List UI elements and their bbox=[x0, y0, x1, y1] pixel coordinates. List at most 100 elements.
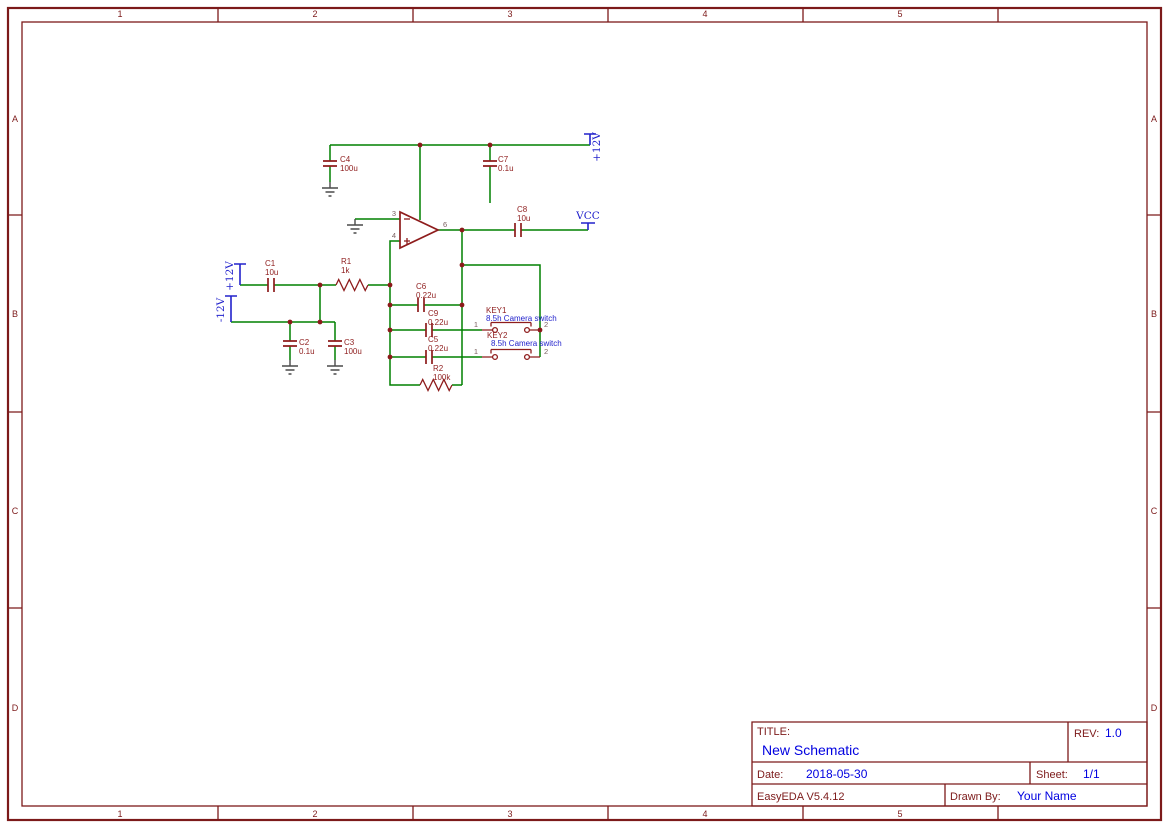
sheet-value[interactable]: 1/1 bbox=[1083, 767, 1100, 781]
component-ref: C1 bbox=[265, 259, 276, 268]
component-c9[interactable]: C9 0.22u bbox=[425, 309, 448, 337]
switch-contact bbox=[491, 353, 499, 361]
frame-row-label: B bbox=[12, 309, 18, 319]
wire-r1-row[interactable] bbox=[240, 284, 390, 322]
frame-column-label: 2 bbox=[312, 809, 317, 819]
software-version: EasyEDA V5.4.12 bbox=[757, 791, 844, 803]
ground-glyph bbox=[282, 360, 298, 375]
ground-symbol[interactable] bbox=[322, 182, 338, 197]
wire-plus12v-rail[interactable] bbox=[329, 144, 590, 220]
component-ref: C7 bbox=[498, 155, 509, 164]
component-c7[interactable]: C7 0.1u bbox=[483, 155, 514, 173]
wire-minus12v-rail[interactable] bbox=[231, 321, 336, 360]
component-ref: R1 bbox=[341, 257, 352, 266]
component-value: 0.1u bbox=[299, 347, 315, 356]
junction-dot bbox=[487, 142, 493, 148]
component-c5[interactable]: C5 0.22u bbox=[425, 335, 448, 364]
frame-inner-border bbox=[21, 21, 1148, 807]
frame-column-label: 1 bbox=[117, 9, 122, 19]
switch-contact bbox=[491, 326, 499, 334]
component-value: 0.22u bbox=[416, 291, 436, 300]
power-flag-bar bbox=[225, 295, 237, 322]
component-ref: R2 bbox=[433, 364, 444, 373]
rev-label: REV: bbox=[1074, 728, 1099, 740]
pin-number: 2 bbox=[544, 347, 548, 356]
frame-column-label: 3 bbox=[507, 809, 512, 819]
component-c2[interactable]: C2 0.1u bbox=[283, 338, 315, 356]
date-value[interactable]: 2018-05-30 bbox=[806, 767, 868, 781]
frame-row-label: D bbox=[12, 703, 19, 713]
component-value: 8.5h Camera switch bbox=[491, 339, 562, 348]
component-value: 10u bbox=[517, 214, 530, 223]
wire-right-bus[interactable] bbox=[452, 230, 463, 386]
component-opamp[interactable]: 3 4 6 bbox=[392, 209, 447, 250]
switch-actuator bbox=[490, 348, 532, 354]
component-value: 100u bbox=[340, 164, 358, 173]
junction-dot bbox=[459, 227, 465, 233]
ground-symbol[interactable] bbox=[327, 360, 343, 375]
component-ref: C4 bbox=[340, 155, 351, 164]
net-label: VCC bbox=[575, 210, 600, 222]
frame-column-label: 1 bbox=[117, 809, 122, 819]
rev-value[interactable]: 1.0 bbox=[1105, 726, 1122, 740]
component-ref: C9 bbox=[428, 309, 439, 318]
frame-row-label: A bbox=[1151, 114, 1157, 124]
frame-column-label: 4 bbox=[702, 809, 707, 819]
component-c1[interactable]: C1 10u bbox=[265, 259, 278, 292]
frame-row-label: C bbox=[12, 506, 19, 516]
component-key1[interactable]: 1 2 KEY1 8.5h Camera switch bbox=[474, 306, 557, 334]
frame-column-label: 3 bbox=[507, 9, 512, 19]
ground-glyph bbox=[347, 219, 363, 234]
capacitor-plates bbox=[514, 223, 522, 237]
capacitor-plates bbox=[267, 278, 275, 292]
capacitor-plates bbox=[425, 323, 433, 337]
capacitor-plates bbox=[417, 298, 425, 312]
pin-number: 4 bbox=[392, 231, 396, 240]
junction-dot bbox=[287, 319, 293, 325]
title-label: TITLE: bbox=[757, 726, 790, 738]
pin-number: 3 bbox=[392, 209, 396, 218]
frame-row-label: B bbox=[1151, 309, 1157, 319]
power-flag-bar bbox=[234, 263, 246, 285]
component-ref: C6 bbox=[416, 282, 427, 291]
resistor-zigzag bbox=[419, 378, 453, 392]
drawn-by-value[interactable]: Your Name bbox=[1017, 789, 1077, 803]
component-c6[interactable]: C6 0.22u bbox=[416, 282, 436, 312]
opamp-triangle bbox=[399, 210, 440, 250]
component-c8[interactable]: C8 10u bbox=[514, 205, 530, 237]
netflag-minus12v-left[interactable]: -12V bbox=[215, 295, 237, 322]
component-r2[interactable]: R2 100k bbox=[419, 364, 453, 392]
component-value: 100k bbox=[433, 373, 451, 382]
component-value: 100u bbox=[344, 347, 362, 356]
component-r1[interactable]: R1 1k bbox=[335, 257, 369, 292]
net-label: -12V bbox=[215, 297, 227, 322]
frame-ticks bbox=[8, 8, 1161, 820]
component-c3[interactable]: C3 100u bbox=[328, 338, 362, 356]
frame-row-label: A bbox=[12, 114, 18, 124]
power-flag-bar bbox=[584, 133, 596, 145]
junction-dot bbox=[317, 319, 323, 325]
ground-symbol[interactable] bbox=[347, 219, 363, 234]
schematic-title[interactable]: New Schematic bbox=[762, 742, 859, 758]
component-key2[interactable]: 1 2 KEY2 8.5h Camera switch bbox=[474, 331, 562, 361]
netflag-vcc[interactable]: VCC bbox=[575, 210, 600, 230]
ground-symbol[interactable] bbox=[282, 360, 298, 375]
frame-row-label: C bbox=[1151, 506, 1158, 516]
wire-input-bus[interactable] bbox=[389, 240, 420, 386]
capacitor-plates bbox=[425, 350, 433, 364]
title-block: TITLE: New Schematic REV: 1.0 Date: 2018… bbox=[751, 721, 1148, 807]
component-ref: KEY2 bbox=[487, 331, 508, 340]
capacitor-plates bbox=[328, 340, 342, 347]
component-ref: C8 bbox=[517, 205, 528, 214]
wire-cap-rows[interactable] bbox=[390, 304, 482, 358]
pin-number: 1 bbox=[474, 347, 478, 356]
component-c4[interactable]: C4 100u bbox=[323, 155, 358, 173]
wire-switch-rail[interactable] bbox=[462, 264, 541, 357]
netflag-plus12v-top[interactable]: +12V bbox=[584, 132, 603, 162]
component-value: 1k bbox=[341, 266, 350, 275]
pin-number: 1 bbox=[474, 320, 478, 329]
netflag-plus12v-left[interactable]: +12V bbox=[224, 261, 246, 291]
component-ref: KEY1 bbox=[486, 306, 507, 315]
sheet-label: Sheet: bbox=[1036, 769, 1068, 781]
